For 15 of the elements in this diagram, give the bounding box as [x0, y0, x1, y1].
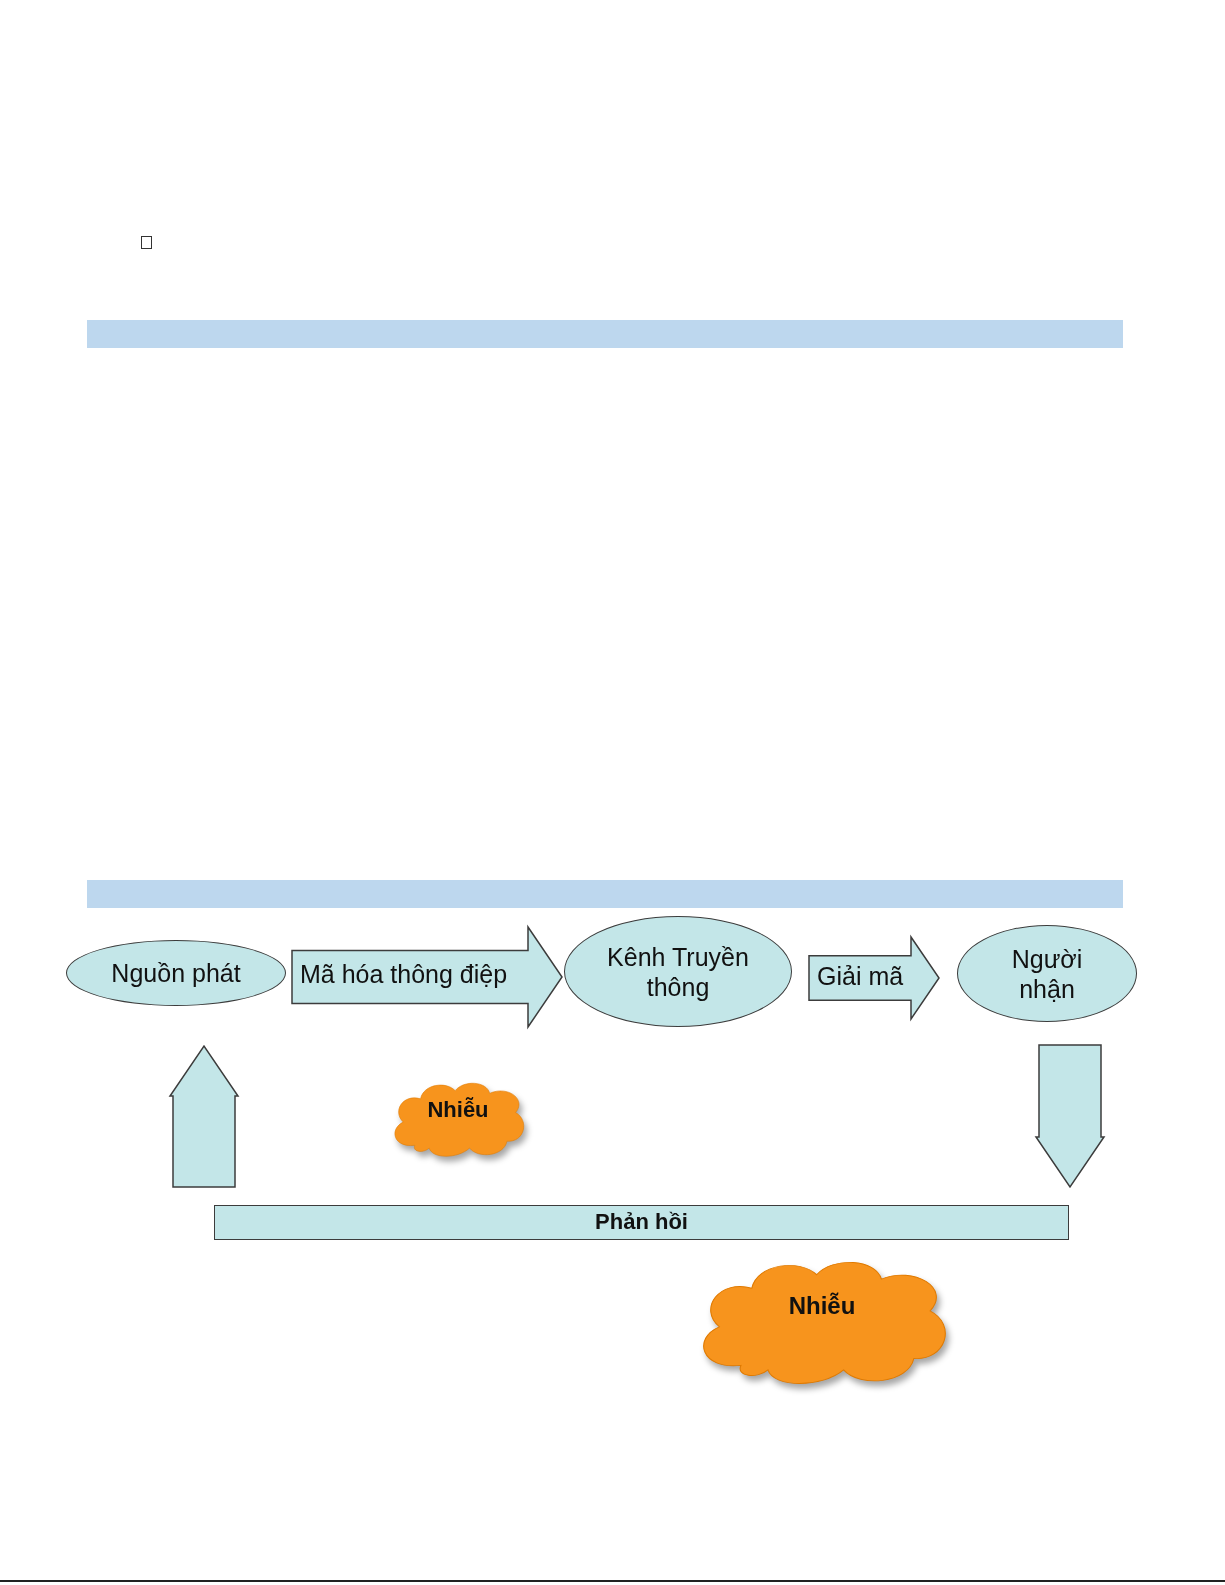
node-text: Mã hóa thông điệp — [300, 959, 508, 989]
node-text: Giải mã — [817, 960, 904, 991]
encode-arrow-shape — [292, 927, 562, 1027]
block-arrow — [1034, 1044, 1106, 1189]
decode-arrow-shape — [809, 937, 939, 1019]
divider-band — [87, 880, 1123, 908]
node-text: Nhiễu — [788, 1292, 856, 1321]
node-text: Nguồn phát — [111, 959, 241, 987]
block-arrow — [168, 1044, 240, 1188]
feedback-bar — [214, 1205, 1069, 1240]
divider-band — [87, 320, 1123, 348]
node-text: Nhiễu — [427, 1096, 489, 1123]
node-text: Người nhận — [1011, 944, 1083, 1003]
node-text: Kênh Truyền thông — [607, 942, 749, 1001]
node-text: Phản hồi — [595, 1209, 688, 1236]
